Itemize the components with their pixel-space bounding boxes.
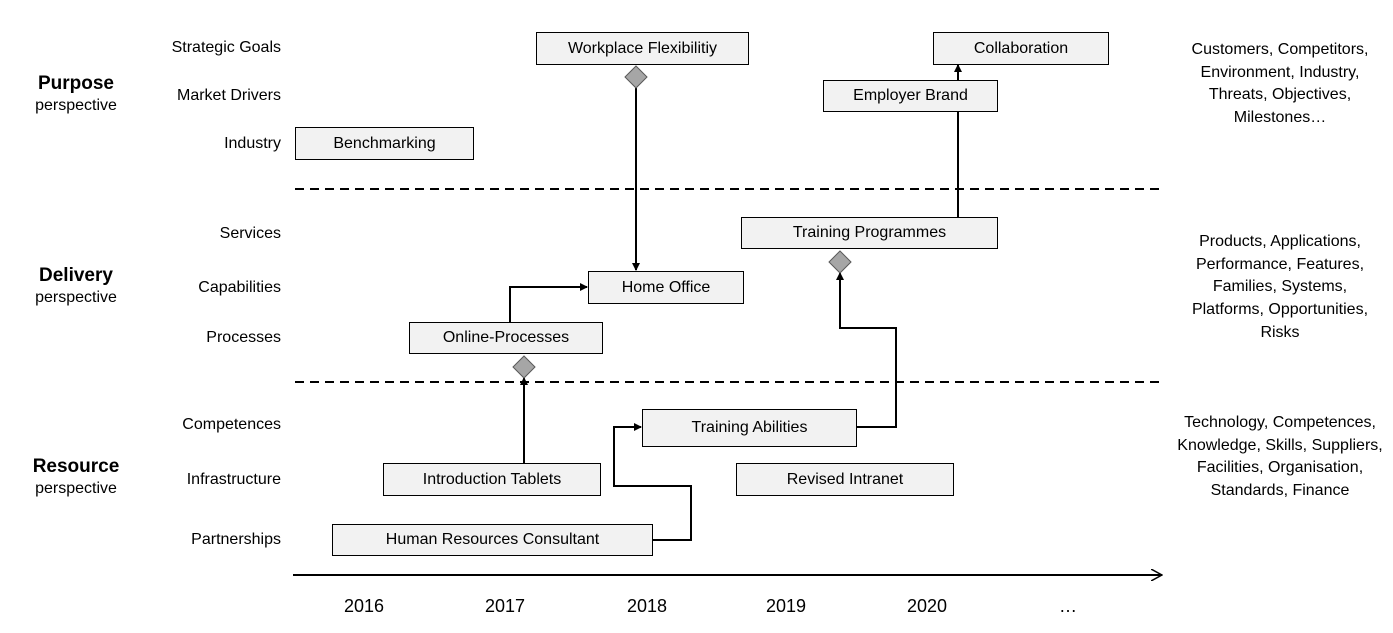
milestone-diamond-icon [512,355,536,379]
row-label: Capabilities [198,279,281,296]
perspective-subtitle: perspective [35,480,117,497]
arrow-consultant-to-abilities [613,423,692,541]
row-label: Competences [182,416,281,433]
purpose-notes: Customers, Competitors, Environment, Ind… [1191,41,1369,127]
arrow-online-to-homeoffice [509,283,588,322]
resource-perspective-label: Resource perspective [0,456,152,500]
year-label: 2017 [484,596,526,616]
perspective-subtitle: perspective [35,289,117,306]
item-training-abilities[interactable]: Training Abilities [642,409,857,447]
delivery-notes: Products, Applications, Performance, Fea… [1191,233,1369,341]
perspective-title: Delivery [39,265,113,286]
item-training-programmes[interactable]: Training Programmes [741,217,998,249]
item-home-office[interactable]: Home Office [588,271,744,304]
item-collaboration[interactable]: Collaboration [933,32,1109,65]
item-revised-intranet[interactable]: Revised Intranet [736,463,954,496]
item-employer-brand[interactable]: Employer Brand [823,80,998,112]
year-label: 2019 [765,596,807,616]
milestone-diamond-icon [828,250,852,274]
item-workplace-flexibility[interactable]: Workplace Flexibilitiy [536,32,749,65]
arrow-abilities-to-programmes [836,272,897,428]
row-label: Infrastructure [186,471,281,488]
perspective-title: Purpose [37,73,115,94]
row-label: Processes [206,329,281,346]
delivery-perspective-label: Delivery perspective [0,265,152,309]
row-label: Strategic Goals [171,39,281,56]
year-label: 2020 [906,596,948,616]
item-hr-consultant[interactable]: Human Resources Consultant [332,524,653,556]
item-online-processes[interactable]: Online-Processes [409,322,603,354]
perspective-title: Resource [32,456,120,477]
purpose-perspective-label: Purpose perspective [0,73,152,117]
item-benchmarking[interactable]: Benchmarking [295,127,474,160]
perspective-subtitle: perspective [35,97,117,114]
row-label: Market Drivers [176,87,281,104]
resource-notes: Technology, Competences, Knowledge, Skil… [1177,414,1383,500]
row-label: Services [219,225,281,242]
row-label: Industry [224,135,281,152]
year-label: 2018 [626,596,668,616]
item-introduction-tablets[interactable]: Introduction Tablets [383,463,601,496]
row-label: Partnerships [191,531,281,548]
year-label: 2016 [343,596,385,616]
year-label: … [1059,596,1077,616]
milestone-diamond-icon [624,65,648,89]
